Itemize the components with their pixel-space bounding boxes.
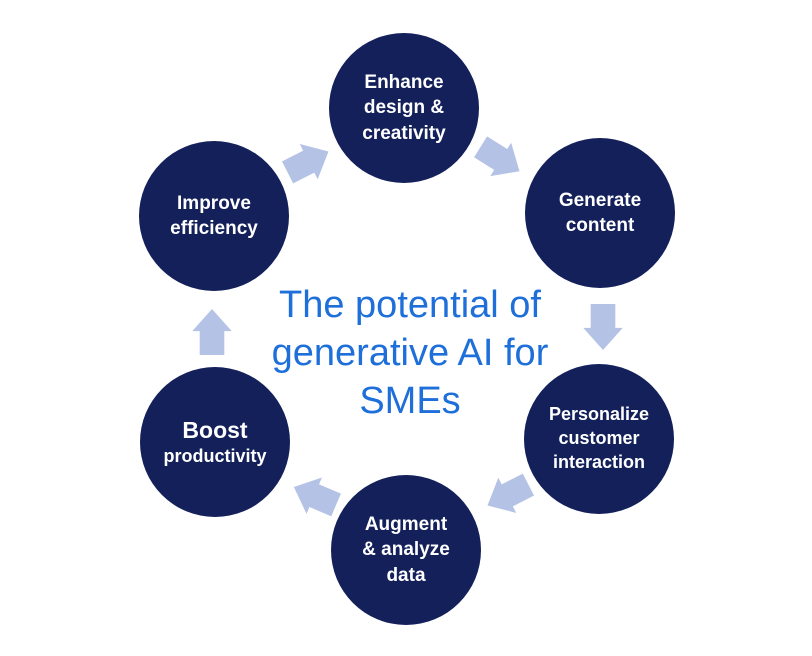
- node-augment-analyze-data: Augment & analyze data: [331, 475, 481, 625]
- node-label: Boost productivity: [163, 416, 267, 467]
- arrow-down-right-icon: [470, 130, 530, 188]
- arrow-up-right-icon: [278, 134, 337, 191]
- arrow-up-icon: [192, 309, 232, 355]
- block-arrow-icon: [281, 144, 329, 184]
- node-label: Augment & analyze data: [362, 514, 450, 586]
- node-enhance-design-creativity: Enhance design & creativity: [329, 33, 479, 183]
- arrow-up-left-icon: [286, 469, 344, 524]
- node-boost-productivity: Boost productivity: [140, 367, 290, 517]
- arrow-down-left-icon: [478, 467, 537, 524]
- node-generate-content: Generate content: [525, 138, 675, 288]
- node-improve-efficiency: Improve efficiency: [139, 141, 289, 291]
- node-label: Personalize customer interaction: [548, 404, 650, 472]
- block-arrow-icon: [583, 304, 623, 350]
- block-arrow-icon: [473, 136, 520, 177]
- node-personalize-customer-interaction: Personalize customer interaction: [524, 364, 674, 514]
- diagram-title: The potential of generative AI for SMEs: [271, 284, 549, 422]
- block-arrow-icon: [192, 309, 232, 355]
- arrow-down-icon: [583, 304, 623, 350]
- node-label: Improve efficiency: [170, 192, 258, 239]
- node-label: Enhance design & creativity: [362, 72, 446, 144]
- node-label: Generate content: [558, 189, 642, 236]
- block-arrow-icon: [293, 477, 341, 517]
- block-arrow-icon: [487, 473, 535, 513]
